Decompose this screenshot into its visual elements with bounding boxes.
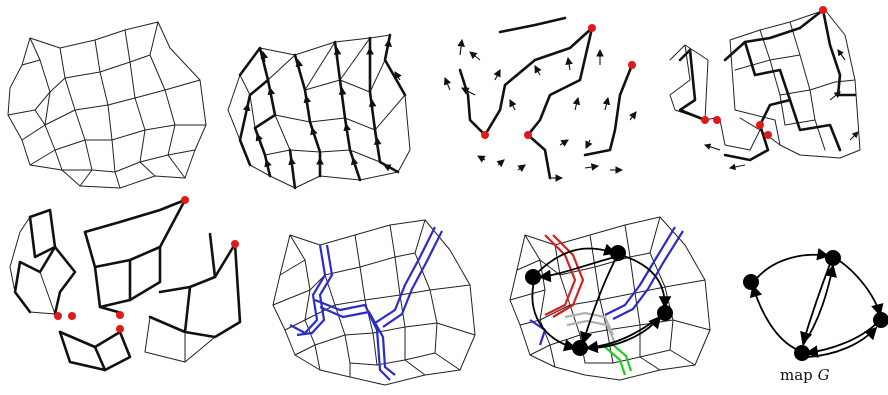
- overlay-map-edges: [531, 243, 672, 354]
- forest-arrows: [443, 38, 637, 182]
- lower-components-thick: [13, 198, 242, 372]
- panel-4-split-components: [660, 0, 885, 195]
- component-thick: [678, 8, 857, 162]
- boundary-path-1: [289, 244, 334, 337]
- panel-8-map: [735, 240, 888, 365]
- root-vertices: [481, 24, 636, 139]
- map-caption-prefix: map: [780, 366, 813, 384]
- map-caption-variable: G: [817, 366, 830, 384]
- lower-components-thin: [9, 216, 216, 363]
- component-arrows: [703, 49, 859, 171]
- panel-7-overlay-with-map: [505, 205, 720, 395]
- panel-6-boundary-paths: [265, 205, 490, 390]
- boundary-path-3: [374, 226, 443, 328]
- mesh-lines: [7, 21, 207, 189]
- boundary-path-2: [314, 298, 396, 381]
- mesh-lines: [272, 219, 476, 386]
- lower-roots: [54, 196, 239, 333]
- panel-5-split-components: [0, 192, 250, 392]
- orientation-arrows: [242, 38, 402, 172]
- overlay-map-nodes: [525, 245, 673, 356]
- green-boundary-path: [604, 342, 633, 376]
- red-boundary-path: [544, 234, 585, 318]
- panel-3-oriented-forest: [440, 0, 650, 195]
- mesh-lines: [509, 216, 711, 381]
- map-edges: [749, 247, 884, 358]
- map-caption: map G: [780, 366, 830, 384]
- split-roots: [701, 6, 827, 139]
- panel-1-quadrangulation: [0, 0, 215, 195]
- forest-trees: [458, 16, 634, 180]
- panel-2-oriented-structure: [220, 0, 430, 195]
- gray-boundary-path: [564, 311, 617, 344]
- map-nodes: [743, 250, 888, 361]
